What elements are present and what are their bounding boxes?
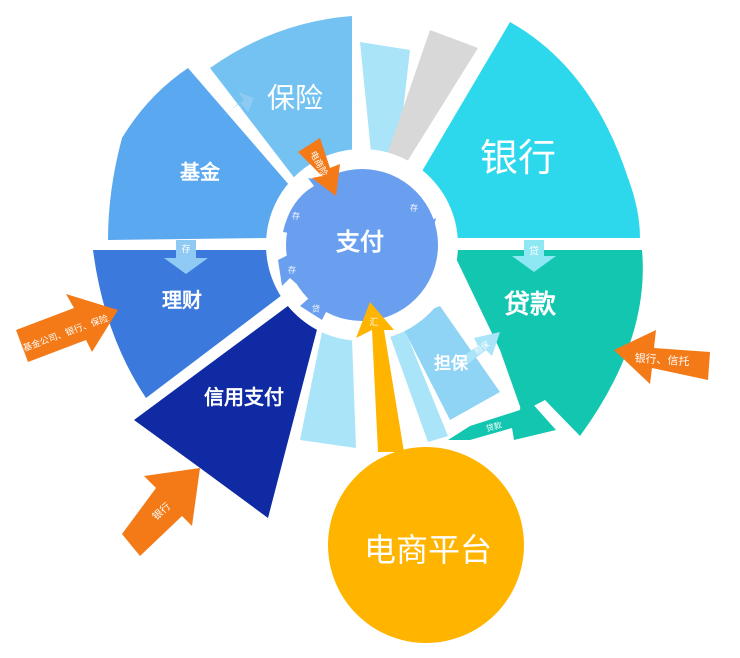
- gray-slice-top: [386, 30, 478, 165]
- label-yinhang: 银行: [480, 136, 556, 180]
- label-zhifu: 支付: [336, 228, 384, 256]
- light-slice-bottom-right: [385, 318, 448, 442]
- label-arrow-daikuan-bottom: 贷款: [485, 420, 503, 434]
- label-arrow-yinhang-daikuan: 贷: [529, 245, 539, 258]
- label-external-right: 银行、信托: [634, 351, 690, 369]
- external-arrow-left: [16, 294, 118, 362]
- arrow-xinyong-zhifu: [300, 290, 332, 320]
- label-dianshang: 电商平台: [364, 531, 492, 569]
- label-danbao: 担保: [434, 353, 469, 374]
- circle-dianshang: [328, 447, 524, 643]
- segment-danbao: [400, 306, 500, 420]
- arrow-jijin-baoxian: [222, 92, 254, 118]
- label-arrow-zhifu-yinhang: 存: [410, 203, 418, 213]
- center-zhifu: [286, 169, 438, 321]
- arrow-zhifu-jijin: [283, 178, 334, 234]
- segment-xinyong: [134, 300, 320, 518]
- label-jijin: 基金: [180, 160, 221, 184]
- segment-baoxian: [210, 16, 352, 180]
- label-daikuan: 贷款: [504, 289, 557, 320]
- arrow-baoxian-zhifu: [298, 138, 340, 196]
- arrow-yinhang-daikuan: [512, 240, 556, 272]
- label-arrow-zhifu-licai: 存: [288, 265, 296, 275]
- external-arrow-right: [614, 330, 710, 384]
- external-arrow-bottom-left: [122, 468, 200, 556]
- segment-yinhang: [418, 22, 640, 238]
- arrow-jijin-licai: [164, 240, 208, 274]
- label-xinyong: 信用支付: [204, 385, 284, 409]
- label-arrow-xinyong-zhifu: 贷: [312, 304, 320, 314]
- label-arrow-jijin-licai: 存: [181, 243, 190, 255]
- segment-jijin: [108, 68, 290, 240]
- arrow-danbao-daikuan: [460, 332, 500, 364]
- arrow-zhifu-licai: [278, 252, 318, 298]
- label-baoxian: 保险: [267, 82, 323, 115]
- arrow-zhifu-yinhang: [386, 186, 436, 244]
- arrow-dianshang-zhifu: [356, 302, 404, 452]
- label-licai: 理财: [162, 288, 202, 312]
- arrow-daikuan-bottom: [448, 392, 556, 440]
- label-arrow-zhifu-jijin: 存: [292, 211, 300, 221]
- light-slice-bottom: [300, 332, 356, 448]
- label-arrow-dianshang-zhifu: 汇: [369, 317, 378, 328]
- segment-licai: [93, 250, 286, 398]
- segment-daikuan: [452, 250, 643, 436]
